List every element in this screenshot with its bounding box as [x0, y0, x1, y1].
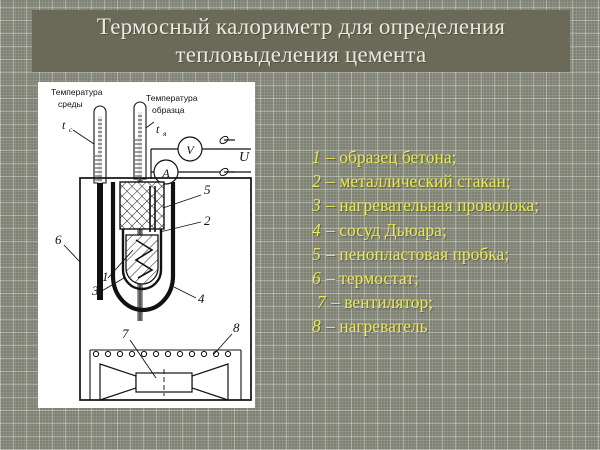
lead-wires — [149, 186, 156, 232]
callout-4: 4 — [198, 291, 205, 306]
callout-3: 3 — [91, 283, 99, 298]
voltmeter-icon — [177, 136, 203, 162]
legend-num-2: 2 — [312, 171, 321, 192]
callout-5: 5 — [204, 182, 211, 197]
sample-symbol-subscript: я — [162, 129, 167, 138]
sample-temp-symbol: t я — [156, 122, 167, 138]
legend-text-6: – термостат; — [326, 268, 419, 289]
callout-6: 6 — [55, 232, 62, 247]
sample-temp-line1: Температура — [146, 93, 198, 103]
ammeter-label: A — [161, 166, 170, 180]
callout-7: 7 — [122, 326, 129, 341]
ambient-temp-line1: Температура — [51, 87, 103, 97]
legend-text-8: – нагреватель — [326, 316, 428, 337]
title-bar: Термосный калориметр для определения теп… — [32, 10, 570, 72]
legend-item-3: 3 – нагревательная проволока; — [312, 193, 590, 217]
legend-text-3: – нагревательная проволока; — [326, 195, 539, 216]
foam-plug — [119, 181, 165, 230]
legend-num-3: 3 — [312, 195, 321, 216]
calorimeter-diagram: Температура среды t с Температура образц… — [38, 82, 255, 408]
legend-text-4: – сосуд Дьюара; — [326, 219, 447, 240]
legend-num-7: 7 — [317, 292, 326, 313]
legend-num-6: 6 — [312, 268, 321, 289]
fan-unit — [99, 363, 229, 401]
ambient-temp-line2: среды — [58, 99, 83, 109]
heating-wire — [134, 239, 154, 279]
ambient-temp-symbol: t с — [62, 118, 73, 134]
legend-text-2: – металлический стакан; — [326, 171, 511, 192]
callout-1: 1 — [102, 269, 109, 284]
legend-num-8: 8 — [312, 316, 321, 337]
callout-leaders — [63, 194, 233, 379]
legend-item-6: 6 – термостат; — [312, 266, 590, 290]
ambient-symbol-letter: t — [62, 118, 66, 132]
legend-item-8: 8 – нагреватель — [312, 314, 590, 338]
legend-text-5: – пенопластовая пробка; — [326, 243, 510, 264]
legend-list: 1 – образец бетона; 2 – металлический ст… — [312, 145, 590, 339]
legend-item-4: 4 – сосуд Дьюара; — [312, 218, 590, 242]
dewar-vessel — [110, 182, 176, 313]
legend-item-2: 2 – металлический стакан; — [312, 169, 590, 193]
page-title: Термосный калориметр для определения теп… — [96, 14, 506, 67]
sample-temp-line2: образца — [152, 105, 185, 115]
concrete-sample — [125, 234, 159, 285]
ambient-symbol-subscript: с — [69, 125, 73, 134]
figure-panel: Температура среды t с Температура образц… — [38, 82, 255, 408]
thermometer-ambient — [93, 105, 107, 300]
sample-symbol-letter: t — [156, 122, 160, 136]
callout-numbers: 1 2 3 4 5 6 7 8 — [55, 182, 240, 341]
thermostat-box — [79, 177, 252, 401]
voltmeter-label: V — [186, 143, 195, 157]
metal-cup — [121, 200, 163, 291]
legend-num-1: 1 — [312, 147, 321, 167]
legend-item-7: 7 – вентилятор; — [312, 290, 590, 314]
legend-item-1: 1 – образец бетона; — [312, 145, 590, 169]
legend-text-7: – вентилятор; — [331, 292, 434, 313]
sample-temp-label: Температура образца — [146, 93, 198, 115]
legend-item-5: 5 – пенопластовая пробка; — [312, 242, 590, 266]
heater-element — [90, 349, 241, 358]
callout-2: 2 — [204, 213, 211, 228]
callout-8: 8 — [233, 320, 240, 335]
voltage-label: U — [239, 150, 250, 165]
ambient-temp-label: Температура среды — [51, 87, 103, 109]
legend-num-4: 4 — [312, 219, 321, 240]
legend-text-1: – образец бетона; — [326, 147, 457, 167]
legend-num-5: 5 — [312, 243, 321, 264]
